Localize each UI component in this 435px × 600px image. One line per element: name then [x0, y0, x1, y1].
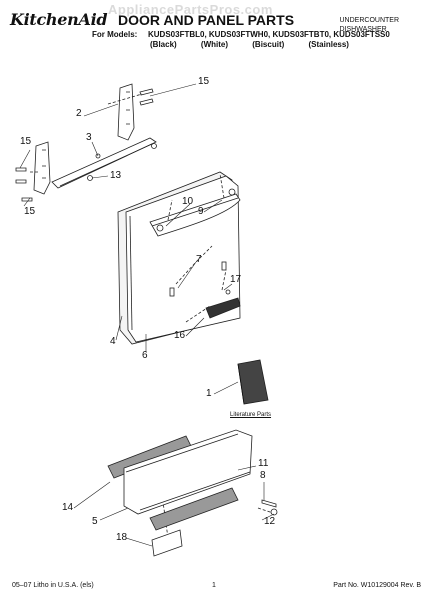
bottom-trim [205, 297, 241, 319]
callout-11: 11 [258, 458, 269, 469]
models-label: For Models: [92, 30, 138, 39]
callout-17: 17 [230, 274, 242, 285]
footer-page-number: 1 [212, 582, 216, 589]
callout-8: 8 [260, 470, 266, 481]
variant-black: (Black) [150, 40, 177, 49]
callout-9: 9 [198, 206, 204, 217]
callout-15-top: 15 [198, 76, 210, 87]
screws-left [15, 167, 33, 202]
insulation-strip-lower [149, 487, 239, 531]
models-list: KUDS03FTBL0, KUDS03FTWH0, KUDS03FTBT0, K… [148, 30, 390, 39]
page-title: DOOR AND PANEL PARTS [118, 12, 295, 28]
callout-15-bottom: 15 [24, 206, 36, 217]
variant-white: (White) [200, 40, 229, 49]
footer-litho: 05–07 Litho in U.S.A. (els) [12, 582, 94, 589]
callout-1: 1 [206, 388, 212, 399]
callout-13: 13 [110, 170, 122, 181]
clip-left [169, 287, 175, 297]
screw-12 [270, 508, 278, 516]
callout-15-left: 15 [20, 136, 32, 147]
category-line-1: UNDERCOUNTER [339, 17, 400, 24]
handle-screw-right [228, 188, 236, 196]
toe-panel [123, 429, 253, 515]
callout-2: 2 [76, 108, 82, 119]
category-line-2: DISHWASHER [339, 26, 387, 33]
footer-part-number: Part No. W10129004 Rev. B [333, 582, 421, 589]
hinge-bracket-left [33, 141, 51, 195]
literature-parts-label: Literature Parts [230, 412, 272, 418]
watermark: AppliancePartsPros.com [108, 2, 273, 17]
brand-logo: KitchenAid [10, 10, 108, 29]
handle-screw-left [156, 224, 164, 232]
variant-biscuit: (Biscuit) [252, 40, 285, 49]
callout-12: 12 [264, 516, 276, 527]
callout-7: 7 [196, 254, 202, 265]
callout-18: 18 [116, 532, 128, 543]
color-variants: (Black) (White) (Biscuit) (Stainless) [150, 40, 371, 49]
hinge-bracket-right [117, 83, 135, 141]
trim-screw [225, 289, 231, 295]
clip-right [221, 261, 227, 271]
callout-10: 10 [182, 196, 194, 207]
callout-4: 4 [110, 336, 116, 347]
screws-top-right [139, 88, 154, 106]
callout-16: 16 [174, 330, 186, 341]
callout-14: 14 [62, 502, 74, 513]
literature-packet [237, 359, 269, 405]
callout-6: 6 [142, 350, 148, 361]
screw-13-b [151, 143, 157, 149]
appliance-category: UNDERCOUNTER DISHWASHER [340, 16, 400, 34]
screw-8 [261, 499, 277, 508]
callout-3: 3 [86, 132, 92, 143]
bracket-18 [151, 529, 183, 557]
callout-5: 5 [92, 516, 98, 527]
variant-stainless: (Stainless) [308, 40, 349, 49]
hinge-rail [51, 137, 157, 189]
screw-13-a [87, 175, 93, 181]
